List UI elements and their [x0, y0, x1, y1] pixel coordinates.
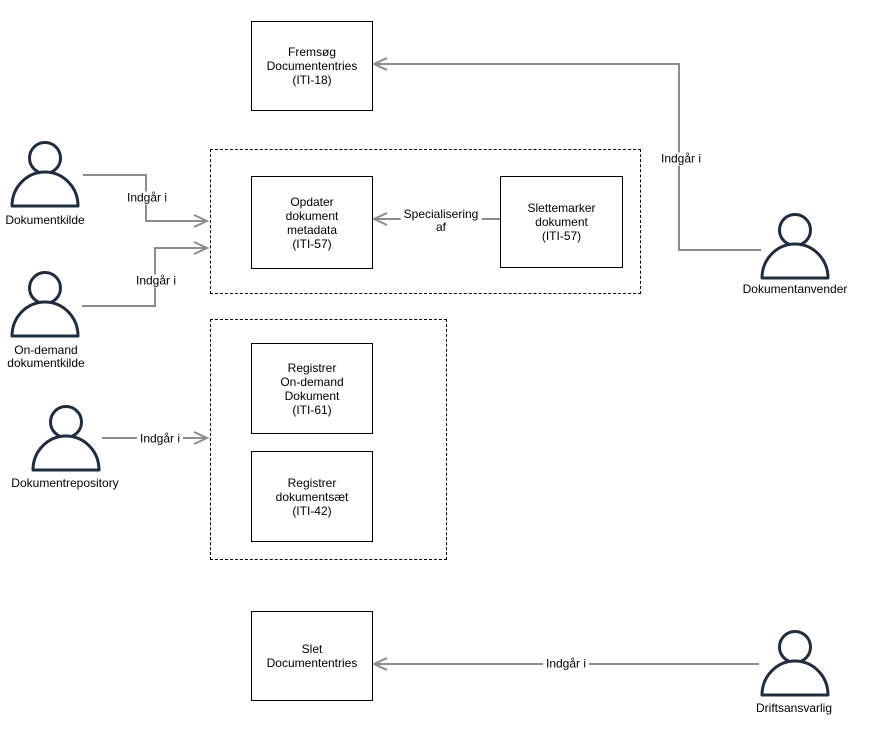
- edge-label-specialisering-af: Specialisering af: [400, 208, 482, 234]
- actor-label-dokumentkilde: Dokumentkilde: [5, 213, 85, 227]
- edge-label-ondemand-indgaar-i: Indgår i: [132, 274, 180, 288]
- actor-icon-on-demand-dokumentkilde: [10, 271, 80, 338]
- use-case-registrer-on-demand-dokument: Registrer On-demand Dokument (ITI-61): [251, 343, 373, 434]
- actor-label-driftsansvarlig: Driftsansvarlig: [755, 701, 833, 715]
- actor-icon-dokumentrepository: [31, 405, 101, 472]
- use-case-opdater-dokument-metadata: Opdater dokument metadata (ITI-57): [251, 176, 373, 269]
- actor-icon-dokumentanvender: [760, 213, 830, 280]
- edge-label-dokumentkilde-indgaar-i: Indgår i: [123, 191, 171, 205]
- actor-label-dokumentanvender: Dokumentanvender: [742, 282, 848, 296]
- use-case-slet-documententries: Slet Documententries: [251, 611, 373, 701]
- use-case-registrer-dokumentsaet: Registrer dokumentsæt (ITI-42): [251, 451, 373, 542]
- edge-label-dokumentanvender-indgaar-i: Indgår i: [657, 152, 705, 166]
- actor-icon-driftsansvarlig: [760, 630, 830, 697]
- edge-label-repository-indgaar-i: Indgår i: [136, 432, 184, 446]
- edge-label-driftsansvarlig-indgaar-i: Indgår i: [542, 657, 590, 671]
- use-case-fremsog-documententries: Fremsøg Documententries (ITI-18): [251, 21, 373, 111]
- group-opdater-slettemarker: [210, 149, 641, 294]
- actor-label-dokumentrepository: Dokumentrepository: [11, 476, 119, 490]
- group-registrer: [210, 319, 447, 560]
- actor-icon-dokumentkilde: [10, 141, 80, 208]
- actor-label-on-demand-dokumentkilde: On-demand dokumentkilde: [7, 343, 85, 370]
- use-case-slettemarker-dokument: Slettemarker dokument (ITI-57): [500, 176, 623, 268]
